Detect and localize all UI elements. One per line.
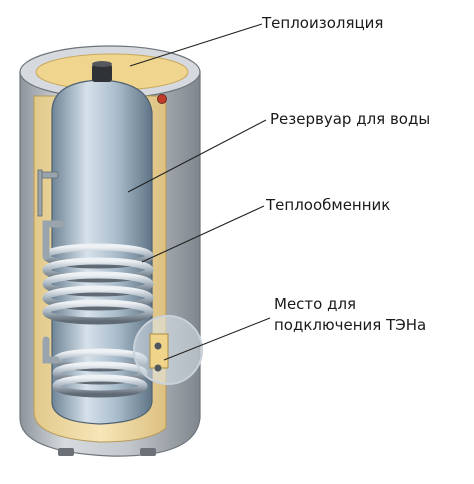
leader-line-heat-exchanger	[141, 205, 265, 263]
leader-line-insulation	[129, 23, 263, 67]
thermometer-icon	[157, 94, 167, 104]
label-water-tank: Резервуар для воды	[270, 110, 431, 128]
leader-line-heater	[163, 317, 271, 361]
water-tank	[37, 61, 153, 425]
heater-port	[133, 315, 203, 385]
label-heater-port-line2: подключения ТЭНа	[274, 316, 427, 334]
label-insulation: Теплоизоляция	[262, 14, 384, 32]
label-heat-exchanger: Теплообменник	[266, 196, 391, 214]
label-heater-port-line1: Место для	[274, 295, 357, 313]
heat-exchanger-coil-upper	[42, 220, 154, 325]
leader-line-tank	[127, 119, 267, 193]
leader-lines	[127, 23, 271, 361]
